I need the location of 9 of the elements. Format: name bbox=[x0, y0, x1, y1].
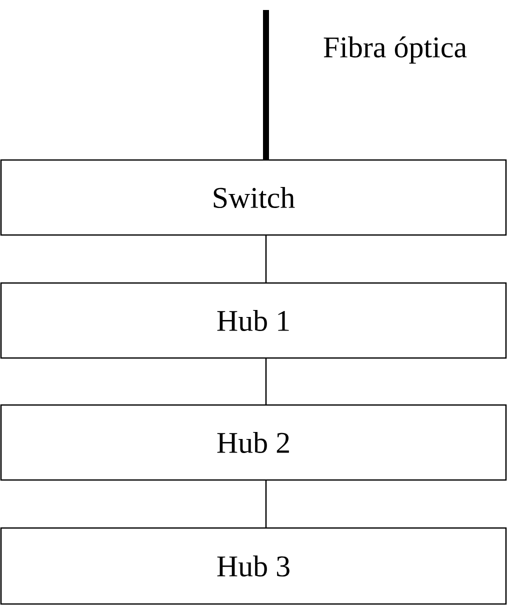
hub-box: Hub 3 bbox=[0, 527, 507, 605]
connector-line bbox=[265, 358, 267, 405]
connector-line bbox=[265, 235, 267, 283]
hub-box: Hub 2 bbox=[0, 404, 507, 481]
edge-label: Fibra óptica bbox=[322, 35, 468, 65]
connector-line bbox=[265, 480, 267, 528]
fiber-line bbox=[263, 10, 269, 160]
hub-box: Switch bbox=[0, 159, 507, 236]
hub-box: Hub 1 bbox=[0, 282, 507, 359]
